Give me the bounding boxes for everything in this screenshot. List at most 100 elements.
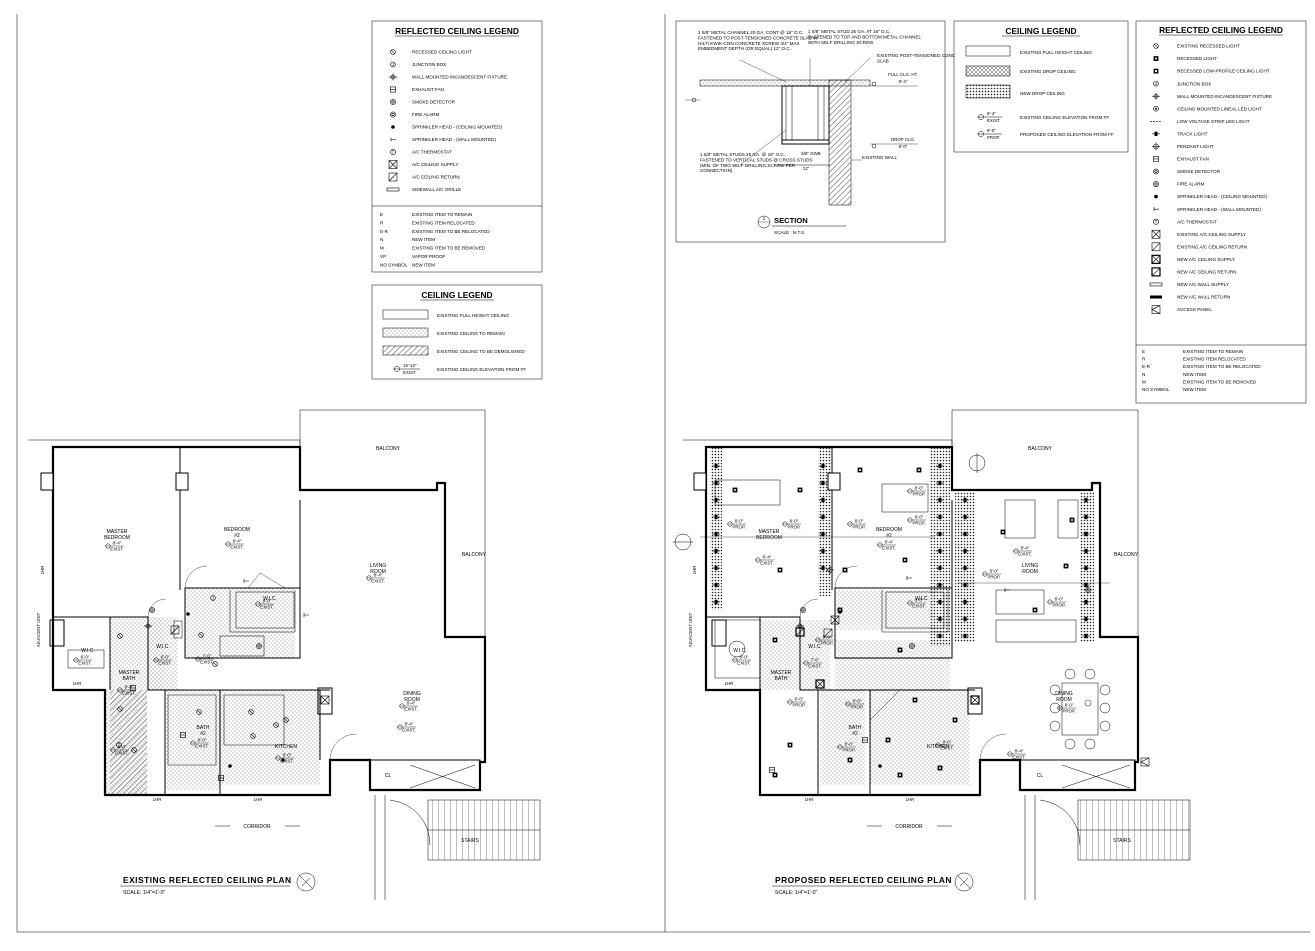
demolish-ceiling — [110, 690, 147, 795]
adjacent-unit-label: ADJACENT UNIT — [36, 612, 41, 647]
proposed-reflected-ceiling-plan: MASTERBEDROOMBEDROOM#2LIVINGROOMDININGRO… — [673, 409, 1191, 900]
legend-label: EXISTING CEILING ELEVATION FROM FF — [1020, 115, 1109, 120]
section-note: EXISTING WALL — [862, 155, 898, 160]
section-marker-icon — [968, 453, 986, 473]
new-recessed-light-icon — [897, 772, 903, 778]
tag-value: 8'-0" — [915, 515, 924, 520]
track-light-icon — [712, 548, 720, 554]
room-label-bedroom2: BEDROOM — [876, 527, 902, 533]
track-light-icon — [1082, 548, 1090, 554]
section-marker-icon — [673, 533, 693, 551]
ceiling-elevation-tag: 8'-0"EXIST. — [190, 738, 209, 749]
new-recessed-light-icon — [1069, 517, 1075, 523]
legend-code: E-R — [380, 229, 389, 234]
track-light-icon — [712, 497, 720, 503]
ac-supply-icon — [320, 695, 330, 705]
legend-label: NEW A/C CEILING SUPPLY — [1177, 257, 1235, 262]
tag-value: 8'-0" — [987, 128, 996, 133]
section-title: SECTION — [774, 216, 808, 225]
room-label-living: ROOM — [1022, 569, 1038, 575]
room-label-bath2: #2 — [852, 731, 858, 737]
thermostat-mark: T — [392, 150, 395, 155]
exhaust-fan-icon — [862, 737, 868, 743]
legend-label: WALL MOUNTED INCANDESCENT FIXTURE — [1177, 94, 1272, 99]
sprinkler-ceiling-icon — [186, 612, 190, 616]
legend-label: NEW DROP CEILING — [1020, 91, 1065, 96]
tag-value: 8'-0" — [915, 598, 924, 603]
ceiling-elevation-tag: 8'-0"EXIST. — [275, 753, 294, 764]
track-light-icon — [961, 582, 969, 588]
tag-note: PROP. — [842, 748, 855, 753]
legend-label: TRACK LIGHT — [1177, 131, 1208, 136]
ceiling-elevation-tag: 7'-6"EXIST. — [195, 654, 214, 665]
corridor-label: CORRIDOR — [895, 824, 923, 830]
north-arrow-icon — [296, 872, 316, 892]
tag-value: 8'-4" — [987, 111, 996, 116]
legend-label: EXISTING ITEM TO BE RELOCATED — [1183, 364, 1261, 369]
right-ceiling-legend: CEILING LEGEND EXISTING FULL HEIGHT CEIL… — [953, 20, 1129, 153]
sprinkler-wall-icon — [906, 576, 912, 580]
tag-value: 8'-4" — [374, 573, 383, 578]
proposed-elevation-tag: 8'-0" PROP. — [977, 128, 1002, 140]
tag-note: EXIST. — [110, 547, 123, 552]
tag-note: EXIST. — [402, 728, 415, 733]
section-scale: SCALE : N.T.S. — [774, 230, 805, 235]
room-label-master-bedroom: BEDROOM — [756, 535, 782, 541]
tag-note: EXIST. — [940, 746, 953, 751]
ceiling-elevation-tag: 8'-4"EXIST. — [397, 722, 416, 733]
stairs-label: STAIRS — [1113, 838, 1131, 844]
junction-mark: J — [212, 596, 214, 601]
room-label-bedroom2: #2 — [234, 533, 240, 539]
balcony-label: BALCONY — [1114, 552, 1139, 558]
recessed-light-icon — [250, 733, 256, 739]
junction-box-icon: J — [390, 61, 396, 68]
ceiling-elevation-tag: 8'-0"EXIST. — [117, 685, 136, 696]
legend-label: WALL MOUNTED INCANDESCENT FIXTURE — [412, 75, 507, 80]
existing-elevation-tag: 8'-4" EXIST. — [977, 111, 1002, 123]
smoke-detector-icon — [800, 607, 806, 613]
legend-label: A/C CEILING SUPPLY — [412, 162, 458, 167]
balcony-label: BALCONY — [462, 552, 487, 558]
ceiling-elevation-tag: 8'-0"PROP. — [907, 515, 926, 526]
tag-value: 8'-4" — [113, 541, 122, 546]
tag-note: EXIST. — [882, 546, 895, 551]
room-label-dining: ROOM — [1056, 697, 1072, 703]
tag-note: EXIST. — [1012, 755, 1025, 760]
proposed-plan-title: PROPOSED REFLECTED CEILING PLAN SCALE: 1… — [772, 872, 974, 896]
bed-outline — [1004, 499, 1036, 539]
room-label-living: LIVING — [1022, 563, 1039, 569]
legend-label: NEW ITEM — [1183, 387, 1206, 392]
legend-label: FIRE ALARM — [1177, 182, 1204, 187]
legend-code: E — [1142, 349, 1145, 354]
tag-note: EXIST. — [404, 707, 417, 712]
room-label-wic: W.I.C. — [915, 596, 929, 602]
exhaust-fan-icon — [769, 767, 775, 773]
tag-note: EXIST. — [808, 664, 821, 669]
legend-label: NEW ITEM — [1183, 372, 1206, 377]
room-label-master-bedroom: BEDROOM — [104, 535, 130, 541]
room-label-wic: W.I.C. — [81, 648, 95, 654]
legend-label: SPRINKLER HEAD - (WALL MOUNTED) — [412, 137, 496, 142]
new-ac-supply-icon — [970, 695, 980, 705]
new-recessed-light-icon — [902, 557, 908, 563]
wic-ceiling — [148, 617, 178, 690]
ceiling-elevation-tag: 8'-0"PROP. — [845, 699, 864, 710]
legend-code: N — [380, 237, 383, 242]
junction-box-icon: J — [210, 595, 216, 601]
legend-label: SPRINKLER HEAD - (CEILING MOUNTED) — [412, 125, 503, 130]
legend-code: M — [380, 246, 384, 251]
legend-label: PROPOSED CEILING ELEVATION FROM FF — [1020, 132, 1114, 137]
legend-label: EXISTING CEILING TO REMAIN — [437, 331, 505, 336]
new-recessed-light-icon — [916, 467, 922, 473]
track-light-icon — [1082, 582, 1090, 588]
new-recessed-light-icon — [952, 717, 958, 723]
tag-note: EXIST. — [1018, 552, 1031, 557]
track-light-icon — [712, 599, 720, 605]
tag-value: 8'-0" — [118, 745, 127, 750]
sprinkler-wall-icon — [243, 579, 249, 583]
new-recessed-light-icon — [842, 567, 848, 573]
smoke-detector-icon — [256, 643, 262, 649]
recessed-light-icon — [283, 717, 289, 723]
section-note: 1 5/8" METAL CHANNEL 20 GA. CONT @ 16" O… — [698, 30, 819, 51]
